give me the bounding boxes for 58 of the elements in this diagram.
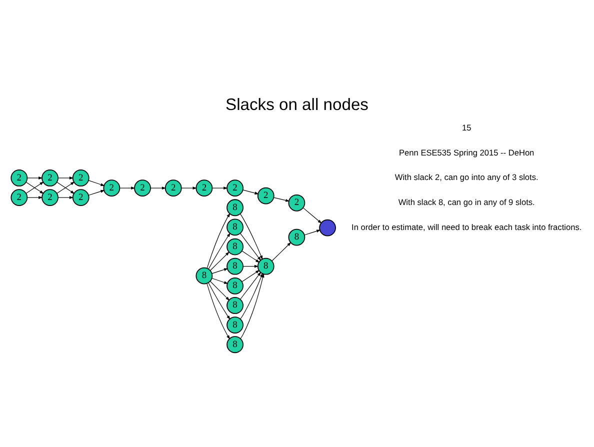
arrow	[212, 186, 228, 190]
arrow	[56, 182, 75, 194]
arrow	[208, 282, 230, 320]
arrow	[26, 196, 43, 200]
arrow	[274, 197, 290, 202]
node-circle: 2	[72, 189, 90, 206]
node-circle	[319, 219, 336, 236]
arrow	[303, 208, 322, 224]
arrow	[242, 190, 259, 194]
arrow	[210, 252, 230, 271]
arrow	[150, 186, 166, 190]
arrow	[240, 272, 262, 300]
arrow	[210, 280, 230, 301]
node-circle: 2	[72, 170, 90, 186]
node-circle: 8	[226, 238, 244, 256]
arrow	[240, 233, 262, 261]
arrow	[26, 176, 43, 180]
node-circle: 2	[42, 189, 58, 206]
node-circle: 2	[134, 180, 151, 197]
arrow	[26, 182, 44, 194]
node-circle: 8	[226, 258, 244, 275]
node-circle: 2	[10, 189, 28, 206]
node-circle: 2	[257, 187, 274, 204]
label: 15	[462, 122, 472, 132]
arrow	[181, 186, 197, 190]
node-circle: 2	[42, 170, 58, 186]
arrow	[58, 176, 74, 180]
arrow	[58, 196, 74, 200]
arrow	[240, 214, 263, 260]
diagram-title: Slacks on all nodes	[226, 95, 368, 114]
arrow	[212, 268, 228, 274]
arrow	[242, 264, 259, 268]
arrow	[304, 230, 321, 236]
node-circle: 8	[226, 316, 244, 334]
node-circle: 8	[196, 267, 213, 284]
node-circle: 2	[10, 170, 28, 186]
label: With slack 8, can go in any of 9 slots.	[398, 197, 535, 208]
arrow	[206, 213, 230, 269]
node-circle: 2	[103, 180, 120, 197]
arrow	[88, 180, 105, 186]
arrow	[206, 283, 230, 340]
label: In order to estimate, will need to break each task into fractions.	[352, 222, 582, 232]
arrow	[240, 273, 264, 339]
arrow	[208, 232, 230, 270]
label: With slack 2, can go into any of 3 slots.	[394, 172, 538, 182]
node-circle: 2	[196, 180, 213, 197]
label: Penn ESE535 Spring 2015 -- DeHon	[399, 147, 534, 158]
arrow	[272, 242, 292, 262]
arrow	[212, 278, 228, 284]
arrow	[119, 186, 136, 190]
node-circle: 2	[226, 180, 244, 197]
node-circle: 8	[226, 277, 244, 294]
node-circle: 2	[164, 180, 182, 197]
arrow	[240, 272, 263, 320]
arrow	[242, 250, 260, 263]
arrow	[88, 190, 105, 196]
node-circle: 2	[288, 194, 306, 212]
arrow	[242, 270, 260, 282]
